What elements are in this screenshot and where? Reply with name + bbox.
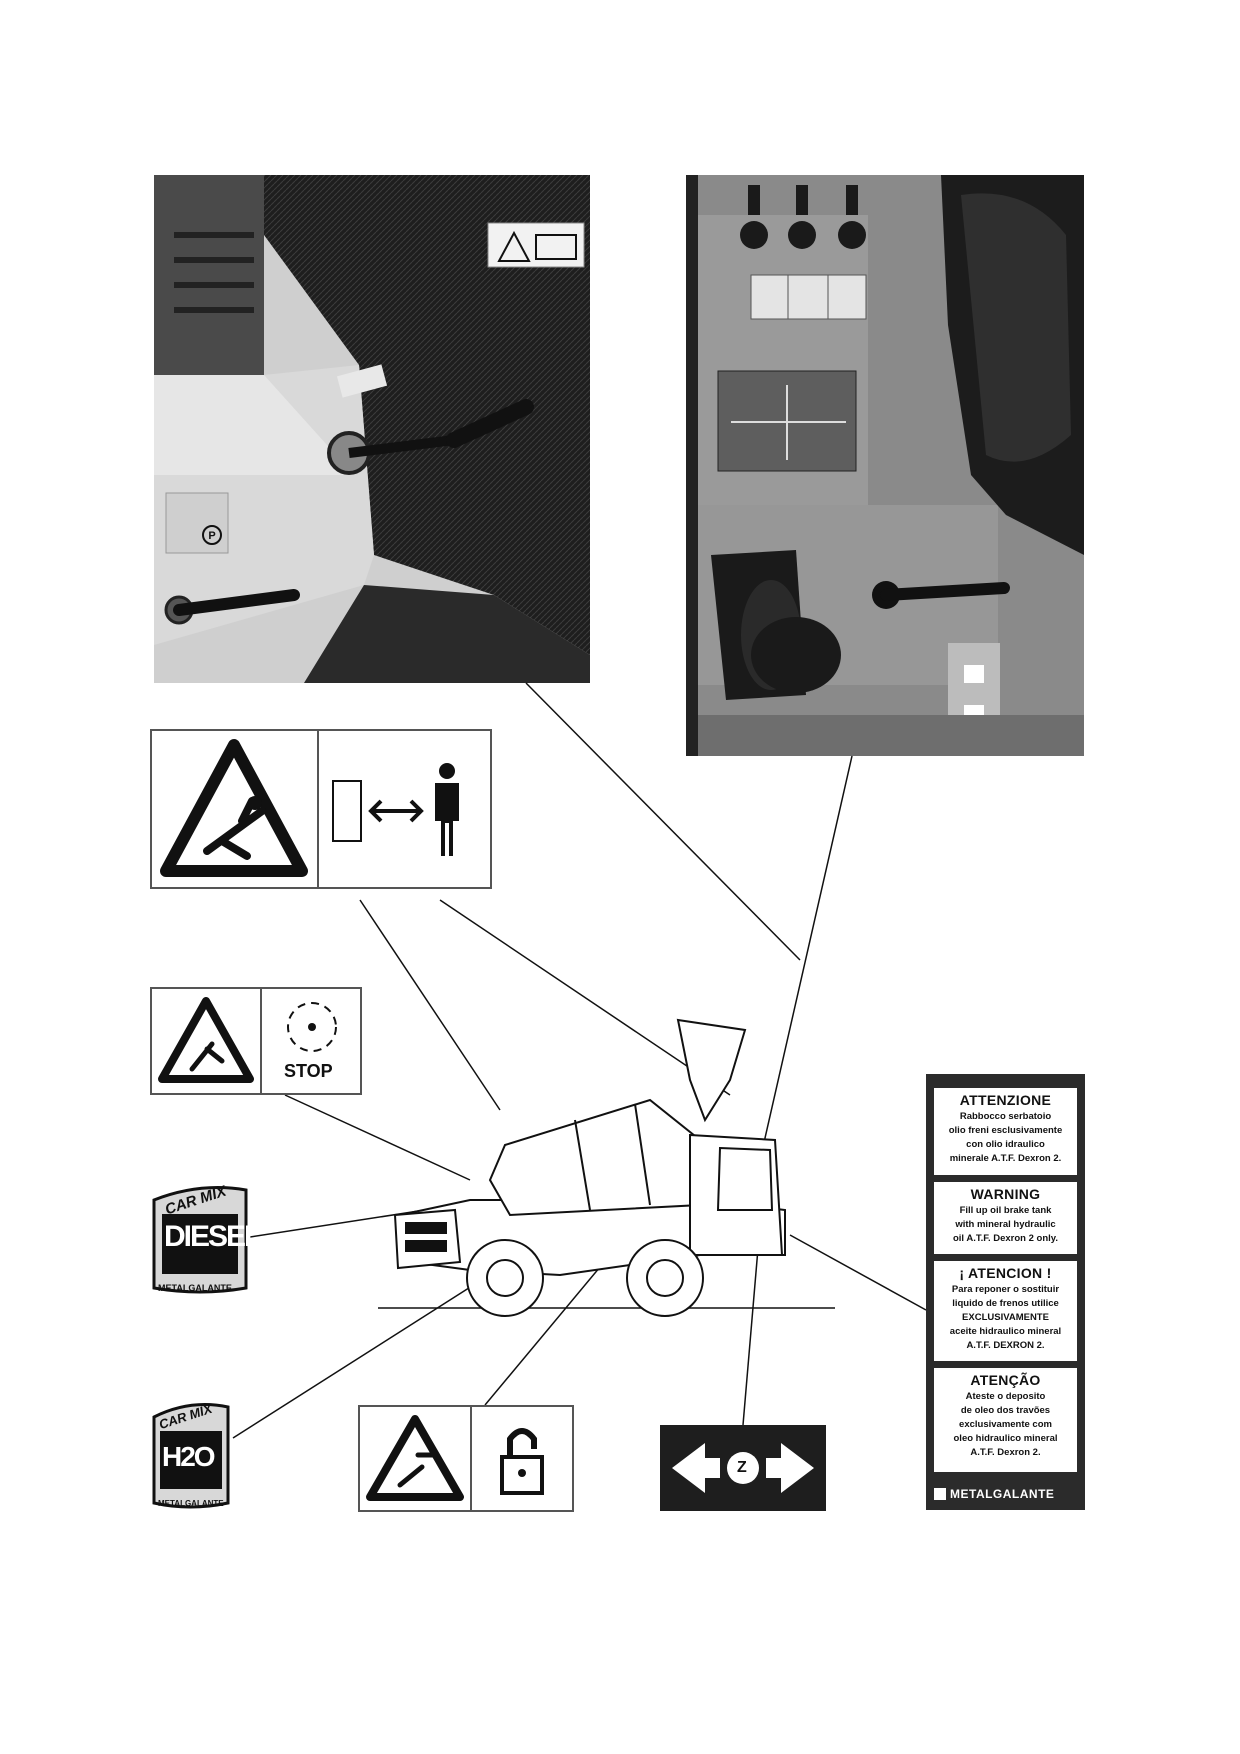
photo-hand-brake: P [154, 175, 590, 683]
brand-logo-icon [934, 1487, 946, 1500]
brake-oil-warning-panel: ATTENZIONE Rabbocco serbatoio olio freni… [926, 1074, 1085, 1510]
truck-outline [393, 1018, 786, 1317]
photo-left-drawing: P [154, 175, 590, 683]
warning-title-spanish: ¡ ATENCION ! [959, 1265, 1052, 1281]
stop-label: STOP [284, 1061, 333, 1081]
parking-symbol: P [208, 530, 215, 542]
direction-letter: Z [737, 1459, 747, 1476]
warning-panel-brand: METALGALANTE [934, 1486, 1077, 1504]
engine-vent-1 [405, 1222, 447, 1234]
brand-name: METALGALANTE [950, 1486, 1055, 1501]
photo-cab-controls [686, 175, 1084, 756]
warning-title-english: WARNING [970, 1186, 1041, 1202]
warning-section-english: WARNING Fill up oil brake tank with mine… [934, 1182, 1077, 1254]
crush-hazard-icon [160, 739, 308, 877]
decal-rotating-drum-stop: STOP [150, 987, 362, 1095]
decal-keep-distance-right [319, 731, 490, 887]
warning-section-portuguese: ATENÇÃO Ateste o deposito de oleo dos tr… [934, 1368, 1077, 1472]
decal-stop-left [152, 989, 262, 1093]
warning-title-portuguese: ATENÇÃO [970, 1372, 1041, 1388]
decal-lock-before-exit [358, 1405, 574, 1512]
decal-keep-distance-left [152, 731, 319, 887]
diesel-badge: CAR MIX DIESEL METALGALANTE [150, 1180, 262, 1297]
double-arrow-icon [672, 1443, 814, 1493]
rotation-icon [287, 1002, 337, 1052]
h2o-badge-brand: METALGALANTE [158, 1499, 224, 1508]
keep-distance-icon [332, 763, 459, 856]
photo-right-drawing [686, 175, 1084, 756]
water-badge: CAR MIX H2O METALGALANTE [150, 1397, 232, 1512]
warning-text-english: Fill up oil brake tank with mineral hydr… [952, 1205, 1059, 1244]
warning-text-portuguese: Ateste o deposito de oleo dos travões ex… [953, 1391, 1058, 1458]
warning-text-italian: Rabbocco serbatoio olio freni esclusivam… [948, 1111, 1063, 1164]
padlock-icon [500, 1428, 544, 1495]
entanglement-hazard-icon [158, 997, 254, 1083]
diesel-label: DIESEL [164, 1220, 262, 1253]
decal-stop-right: STOP [262, 989, 360, 1093]
diesel-badge-frame [152, 1186, 248, 1294]
warning-section-italian: ATTENZIONE Rabbocco serbatoio olio freni… [934, 1088, 1077, 1175]
decal-keep-distance [150, 729, 492, 889]
falling-hazard-icon [366, 1415, 464, 1501]
engine-vent-2 [405, 1240, 447, 1252]
water-badge-frame [152, 1403, 230, 1509]
decal-lock-right [472, 1407, 572, 1510]
decal-lock-left [360, 1407, 472, 1510]
connector-lines [232, 682, 927, 1439]
decal-direction-arrows: Z [660, 1425, 826, 1511]
warning-text-spanish: Para reponer o sostituir liquido de fren… [949, 1284, 1062, 1351]
h2o-label: H2O [162, 1441, 216, 1472]
warning-section-spanish: ¡ ATENCION ! Para reponer o sostituir li… [934, 1261, 1077, 1361]
diesel-badge-brand: METALGALANTE [158, 1283, 232, 1293]
warning-title-italian: ATTENZIONE [959, 1092, 1052, 1108]
